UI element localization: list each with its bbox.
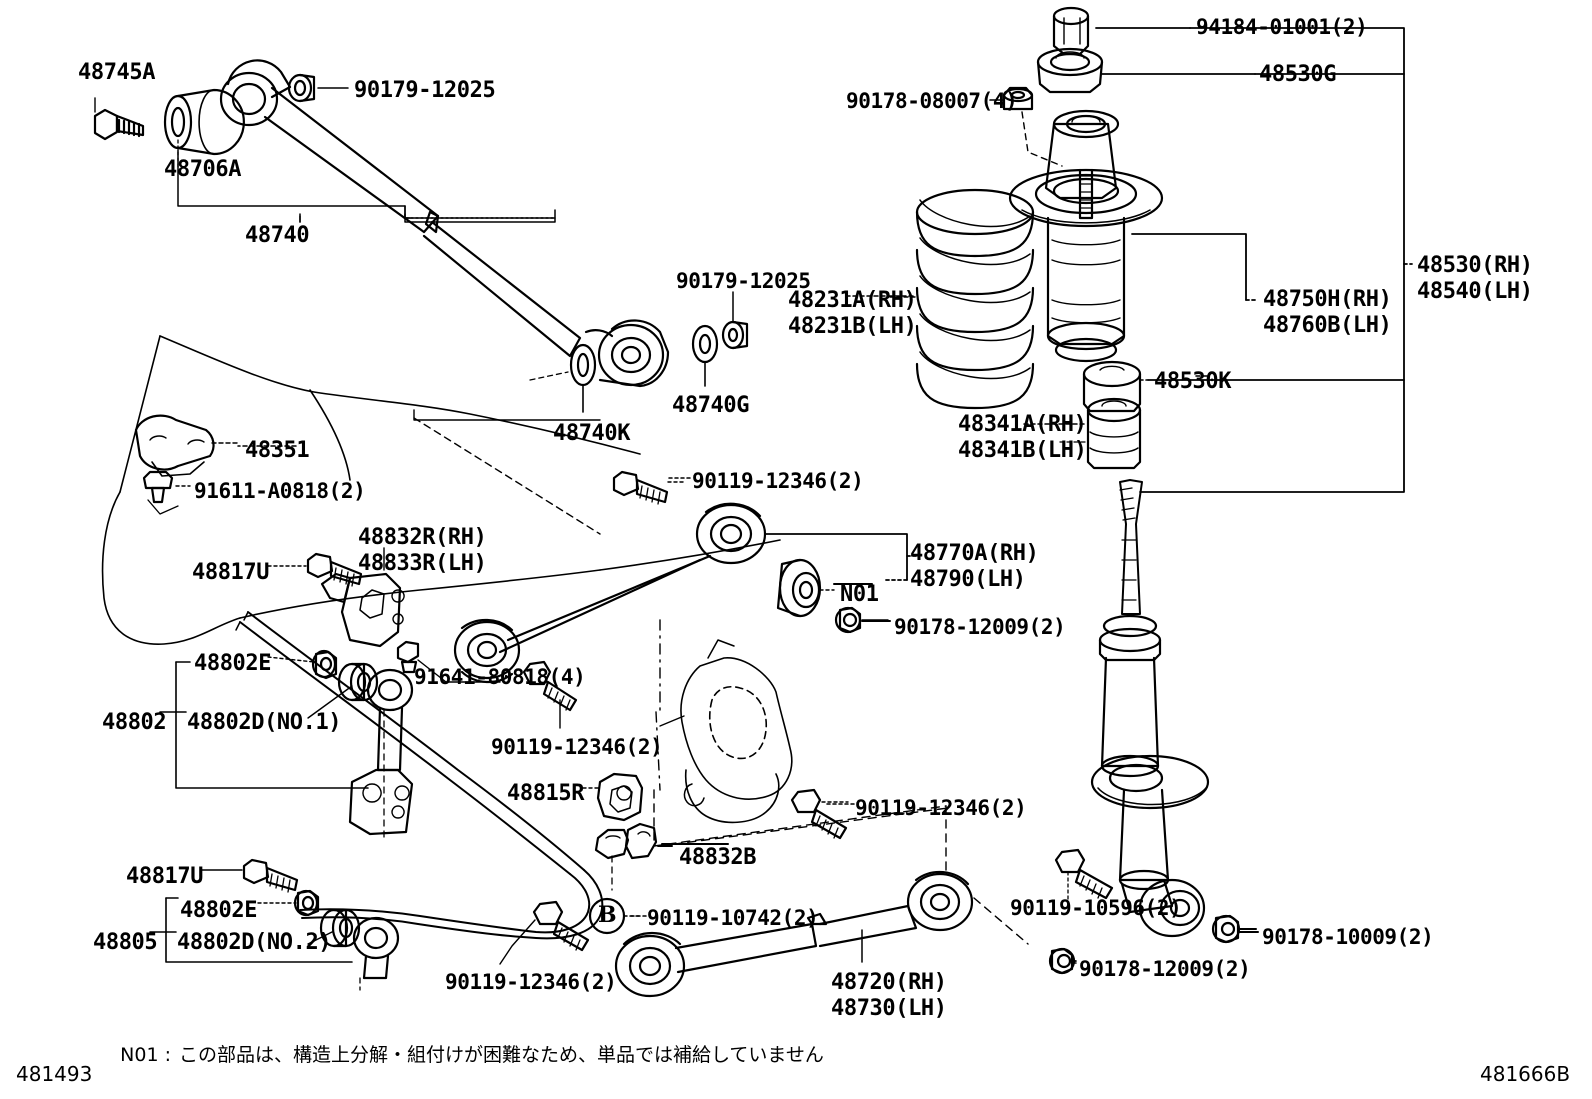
- part-label-48770a-48790: 48770A(RH) 48790(LH): [910, 541, 1039, 592]
- part-label-48341a-48341b: 48341A(RH) 48341B(LH): [958, 412, 1087, 463]
- part-label-48802d-1: 48802D(NO.1): [187, 710, 342, 735]
- part-label-90119-12346-a: 90119-12346(2): [692, 469, 864, 493]
- part-label-90119-12346-b: 90119-12346(2): [491, 735, 663, 759]
- part-label-94184-01001: 94184-01001(2): [1196, 15, 1368, 39]
- note-n01: N01: この部品は、構造上分解・組付けが困難なため、単品では補給していません: [96, 1018, 824, 1089]
- part-label-48802: 48802: [102, 710, 167, 735]
- part-label-48817u-b: 48817U: [126, 864, 204, 889]
- part-48817u-bolt-lower: [201, 858, 299, 893]
- part-94184-01001-cap: [1052, 6, 1191, 56]
- part-48231-coil-spring: [889, 188, 1035, 410]
- part-91611-a0818-bolt: [142, 470, 191, 515]
- part-label-48802e-a: 48802E: [194, 651, 272, 676]
- part-label-48740: 48740: [245, 223, 310, 248]
- part-label-48802d-2: 48802D(NO.2): [177, 930, 332, 955]
- part-48817u-bolt-upper: [267, 552, 363, 587]
- part-label-90119-12346-c: 90119-12346(2): [855, 796, 1027, 820]
- construction-lines: [413, 409, 1029, 945]
- part-48530k-insulator: [1082, 360, 1149, 413]
- part-48750h-strut-support: [1008, 109, 1164, 363]
- part-48740k-washer: [529, 343, 597, 413]
- part-label-48740g: 48740G: [672, 393, 750, 418]
- part-label-48231a-48231b: 48231A(RH) 48231B(LH): [788, 288, 917, 339]
- part-label-48530rh-48540lh: 48530(RH) 48540(LH): [1417, 253, 1533, 304]
- part-48770a-suspension-arm: [453, 502, 917, 684]
- bracket-48805-group: [149, 897, 353, 963]
- part-90119-12346-bolt-d: [499, 900, 590, 965]
- part-90179-12025-top: [287, 73, 349, 103]
- part-label-90179-12025-b: 90179-12025: [676, 269, 811, 293]
- note-separator: :: [164, 1044, 171, 1066]
- leader-lines: [237, 295, 1259, 964]
- part-48720-lower-arm: [614, 870, 974, 998]
- part-48341-bumper: [1059, 397, 1142, 470]
- part-90178-08007-nut: [989, 86, 1063, 167]
- part-label-90119-12346-d: 90119-12346(2): [445, 970, 617, 994]
- part-label-48530k: 48530K: [1154, 369, 1232, 394]
- part-48805-link-2: [352, 916, 400, 991]
- vehicle-body-outline: [101, 335, 781, 645]
- part-label-91611-a0818: 91611-A0818(2): [194, 479, 366, 503]
- part-label-48802e-b: 48802E: [180, 898, 258, 923]
- part-48351-stopper: [134, 414, 239, 477]
- part-label-90178-08007: 90178-08007(4): [846, 89, 1018, 113]
- part-label-48817u-a: 48817U: [192, 560, 270, 585]
- part-90119-12346-bolt-a: [612, 470, 687, 505]
- part-90179-12025-mid: [721, 291, 749, 350]
- part-48745a-bolt: [93, 97, 145, 141]
- part-48802e-cushion-a: [267, 649, 338, 680]
- part-label-48832b: 48832B: [679, 845, 757, 870]
- part-90119-12346-bolt-c: [790, 788, 849, 840]
- part-label-48351: 48351: [245, 438, 310, 463]
- part-label-90178-12009-a: 90178-12009(2): [894, 615, 1066, 639]
- part-label-91641-80818: 91641-80818(4): [414, 665, 586, 689]
- bracket-right-48530: [1131, 27, 1405, 381]
- part-label-48530g: 48530G: [1259, 62, 1337, 87]
- part-90178-10009-nut: [1211, 914, 1257, 944]
- bracket-48802-group: [159, 661, 369, 789]
- part-n01-bushing: [776, 558, 835, 618]
- part-label-48815r: 48815R: [507, 781, 585, 806]
- part-label-48706a: 48706A: [164, 157, 242, 182]
- part-48802d-bushings-1: [307, 662, 379, 719]
- part-48740-lateral-rod: [219, 59, 670, 388]
- part-90119-12346-bolt-b: [522, 660, 578, 729]
- part-label-90119-10596: 90119-10596(2): [1010, 896, 1182, 920]
- part-label-48740k: 48740K: [553, 421, 631, 446]
- part-48832b-clamp: [594, 822, 673, 891]
- callout-b-letter: B: [598, 902, 617, 928]
- part-knuckle: [659, 639, 793, 824]
- part-48815r-bushing: [579, 772, 644, 822]
- part-label-90178-12009-b: 90178-12009(2): [1079, 957, 1251, 981]
- part-48802d-bushings-2: [307, 908, 361, 948]
- note-key: N01: [120, 1044, 159, 1066]
- note-text: この部品は、構造上分解・組付けが困難なため、単品では補給していません: [178, 1044, 824, 1066]
- part-90119-10596-bolt: [1054, 848, 1114, 901]
- part-48832r-bracket: [320, 547, 405, 648]
- part-48530-shock-absorber: [1090, 263, 1413, 938]
- part-48530g-collar: [1036, 47, 1256, 94]
- part-label-90119-10742: 90119-10742(2): [647, 906, 819, 930]
- part-label-90178-10009: 90178-10009(2): [1262, 925, 1434, 949]
- part-label-90179-12025-a: 90179-12025: [354, 78, 496, 103]
- part-label-48745a: 48745A: [78, 60, 156, 85]
- part-91641-80818-bolt: [396, 640, 501, 683]
- footer-right-number: 481666B: [1480, 1062, 1571, 1086]
- part-label-48832r-48833r: 48832R(RH) 48833R(LH): [358, 525, 487, 576]
- part-48802e-cushion-b: [257, 889, 320, 917]
- part-label-n01-callout: N01: [840, 582, 879, 607]
- footer-left-number: 481493: [16, 1062, 93, 1086]
- part-label-48750h-48760b: 48750H(RH) 48760B(LH): [1263, 287, 1392, 338]
- part-48740g-washer: [691, 324, 719, 387]
- part-label-48805: 48805: [93, 930, 158, 955]
- part-label-48720-48730: 48720(RH) 48730(LH): [831, 970, 947, 1021]
